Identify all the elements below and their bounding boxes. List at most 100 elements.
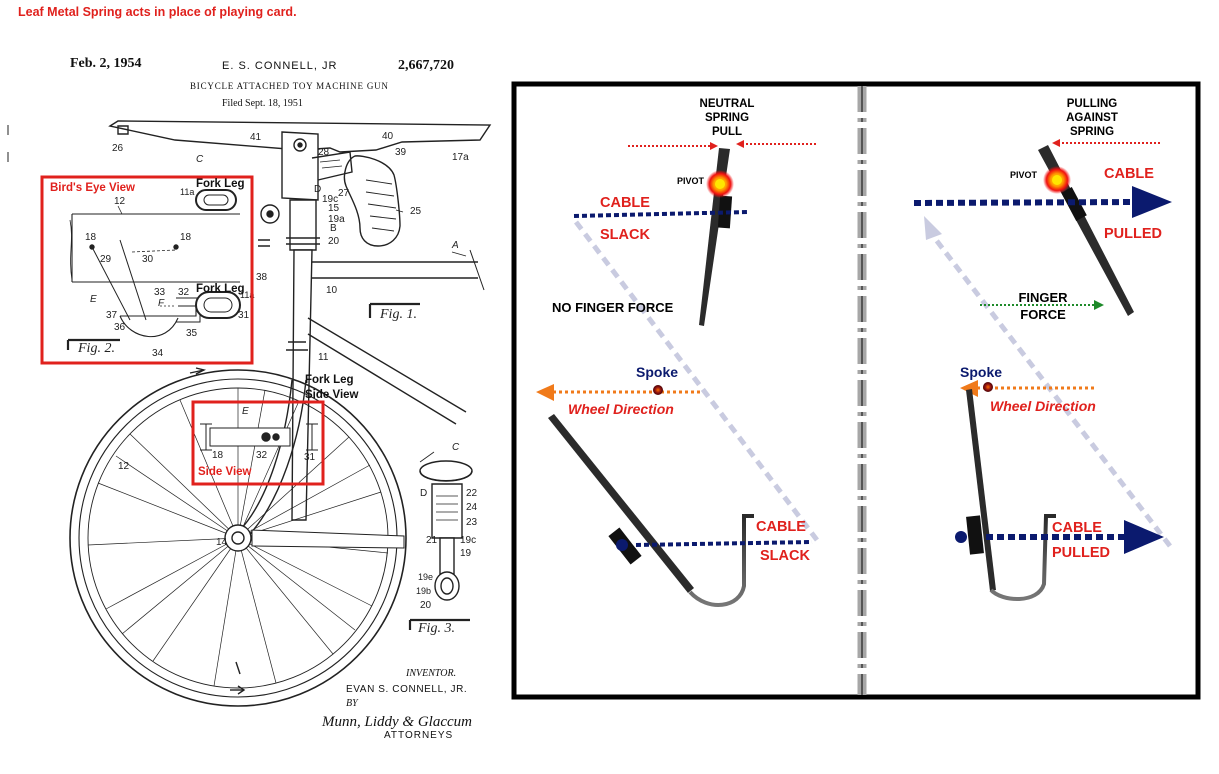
pulling-label-3: SPRING bbox=[1070, 126, 1114, 138]
caption: Leaf Metal Spring acts in place of playi… bbox=[18, 5, 297, 19]
ref-19c: 19c bbox=[322, 194, 338, 205]
ref-27: 27 bbox=[338, 188, 350, 199]
slack-label-neutral-bottom: SLACK bbox=[760, 548, 810, 564]
neutral-label-2: SPRING bbox=[705, 112, 749, 124]
pulled-label-bottom: PULLED bbox=[1052, 545, 1110, 561]
ref-c: C bbox=[196, 154, 204, 165]
inventor-by: BY bbox=[346, 698, 359, 709]
ref-19e: 19e bbox=[418, 572, 433, 582]
slack-label-neutral: SLACK bbox=[600, 227, 650, 243]
trigger-dot-pulled bbox=[955, 531, 967, 543]
patent-title: BICYCLE ATTACHED TOY MACHINE GUN bbox=[190, 81, 389, 91]
ref-19c-b: 19c bbox=[460, 535, 476, 546]
ref-a: A bbox=[451, 240, 459, 251]
fig3-label: Fig. 3. bbox=[417, 621, 455, 636]
side-view-label: Side View bbox=[198, 466, 252, 478]
cable-label-pulled: CABLE bbox=[1104, 166, 1154, 182]
ref-30: 30 bbox=[142, 254, 154, 265]
inventor-label: INVENTOR. bbox=[405, 668, 456, 679]
ref-17a: 17a bbox=[452, 152, 469, 163]
ref-25: 25 bbox=[410, 206, 422, 217]
ref-12-fig2: 12 bbox=[114, 196, 126, 207]
ref-26: 26 bbox=[112, 143, 124, 154]
panel-neutral: NEUTRAL SPRING PULL PIVOT CABLE SLACK NO… bbox=[536, 98, 822, 607]
ref-20: 20 bbox=[328, 236, 340, 247]
ref-24: 24 bbox=[466, 502, 478, 513]
fork-leg-mid-label: Fork Leg bbox=[196, 283, 245, 295]
ref-11: 11 bbox=[318, 352, 329, 363]
birds-eye-box bbox=[40, 175, 254, 365]
no-finger-label: NO FINGER FORCE bbox=[552, 300, 674, 315]
ref-c2: C bbox=[452, 442, 460, 453]
side-view-box bbox=[191, 400, 325, 486]
ref-35: 35 bbox=[186, 328, 198, 339]
ref-31: 31 bbox=[238, 310, 250, 321]
ref-39: 39 bbox=[395, 147, 407, 158]
ref-10: 10 bbox=[326, 285, 338, 296]
ref-18-a: 18 bbox=[85, 232, 97, 243]
patent-number: 2,667,720 bbox=[398, 58, 454, 73]
ref-b: B bbox=[330, 223, 337, 234]
ref-e-side: E bbox=[242, 406, 249, 417]
ref-e: E bbox=[90, 294, 97, 305]
ref-34: 34 bbox=[152, 348, 164, 359]
panel-pulling: PULLING AGAINST SPRING PIVOT CABLE PULLE… bbox=[913, 98, 1172, 602]
patent-annotations: Bird's Eye View Side View Fork Leg Fork … bbox=[40, 175, 359, 486]
ref-33: 33 bbox=[154, 287, 166, 298]
ref-19: 19 bbox=[460, 548, 472, 559]
ref-36: 36 bbox=[114, 322, 126, 333]
pivot-label-pulled: PIVOT bbox=[1010, 170, 1038, 180]
fork-leg-side-label-2: Side View bbox=[305, 389, 359, 401]
finger-label-1: FINGER bbox=[1018, 290, 1068, 305]
ref-20-b: 20 bbox=[420, 600, 432, 611]
ref-32-side: 32 bbox=[256, 450, 268, 461]
fork-leg-top-label: Fork Leg bbox=[196, 178, 245, 190]
patent-date: Feb. 2, 1954 bbox=[70, 56, 142, 71]
ref-d: D bbox=[314, 184, 321, 195]
ref-12-wheel: 12 bbox=[118, 461, 130, 472]
ref-11a: 11a bbox=[240, 290, 254, 300]
ref-f: F bbox=[158, 298, 165, 309]
patent-filed: Filed Sept. 18, 1951 bbox=[222, 98, 303, 109]
pulling-label-2: AGAINST bbox=[1066, 112, 1118, 124]
cable-label-pulled-bottom: CABLE bbox=[1052, 520, 1102, 536]
ref-32: 32 bbox=[178, 287, 190, 298]
ref-15: 15 bbox=[328, 203, 340, 214]
signature: Munn, Liddy & Glaccum bbox=[321, 714, 472, 730]
ref-21: 21 bbox=[426, 535, 438, 546]
ref-23: 23 bbox=[466, 517, 478, 528]
finger-label-2: FORCE bbox=[1020, 307, 1066, 322]
inventor-name: EVAN S. CONNELL, JR. bbox=[346, 684, 467, 695]
ref-29: 29 bbox=[100, 254, 112, 265]
ref-14: 14 bbox=[216, 537, 228, 548]
ref-40: 40 bbox=[382, 131, 394, 142]
spoke-label-pulled: Spoke bbox=[960, 364, 1002, 380]
fig1-label: Fig. 1. bbox=[379, 307, 417, 322]
ref-38: 38 bbox=[256, 272, 268, 283]
ref-22: 22 bbox=[466, 488, 478, 499]
ref-19b: 19b bbox=[416, 586, 431, 596]
neutral-label-3: PULL bbox=[712, 126, 742, 138]
pulling-label-1: PULLING bbox=[1067, 98, 1118, 110]
ref-18-b: 18 bbox=[180, 232, 192, 243]
wheel-direction-pulled: Wheel Direction bbox=[990, 398, 1096, 414]
patent-inventor-header: E. S. CONNELL, JR bbox=[222, 60, 337, 72]
cable-label-neutral-bottom: CABLE bbox=[756, 519, 806, 535]
fig2-label: Fig. 2. bbox=[77, 341, 115, 356]
ref-19a: 19a bbox=[328, 214, 345, 225]
patent-drawing: Feb. 2, 1954 E. S. CONNELL, JR 2,667,720… bbox=[7, 56, 492, 741]
ref-31-side: 31 bbox=[304, 452, 316, 463]
spoke-dot-pulled bbox=[983, 382, 993, 392]
ref-11a-top: 11a bbox=[180, 187, 194, 197]
cable-label-neutral: CABLE bbox=[600, 195, 650, 211]
pulled-label-top: PULLED bbox=[1104, 226, 1162, 242]
ref-37: 37 bbox=[106, 310, 118, 321]
attorneys-label: ATTORNEYS bbox=[384, 730, 453, 741]
spoke-dot-neutral bbox=[653, 385, 663, 395]
spoke-label-neutral: Spoke bbox=[636, 364, 678, 380]
pivot-label-neutral: PIVOT bbox=[677, 176, 705, 186]
ref-41: 41 bbox=[250, 132, 262, 143]
mechanism-frame bbox=[511, 81, 1201, 700]
